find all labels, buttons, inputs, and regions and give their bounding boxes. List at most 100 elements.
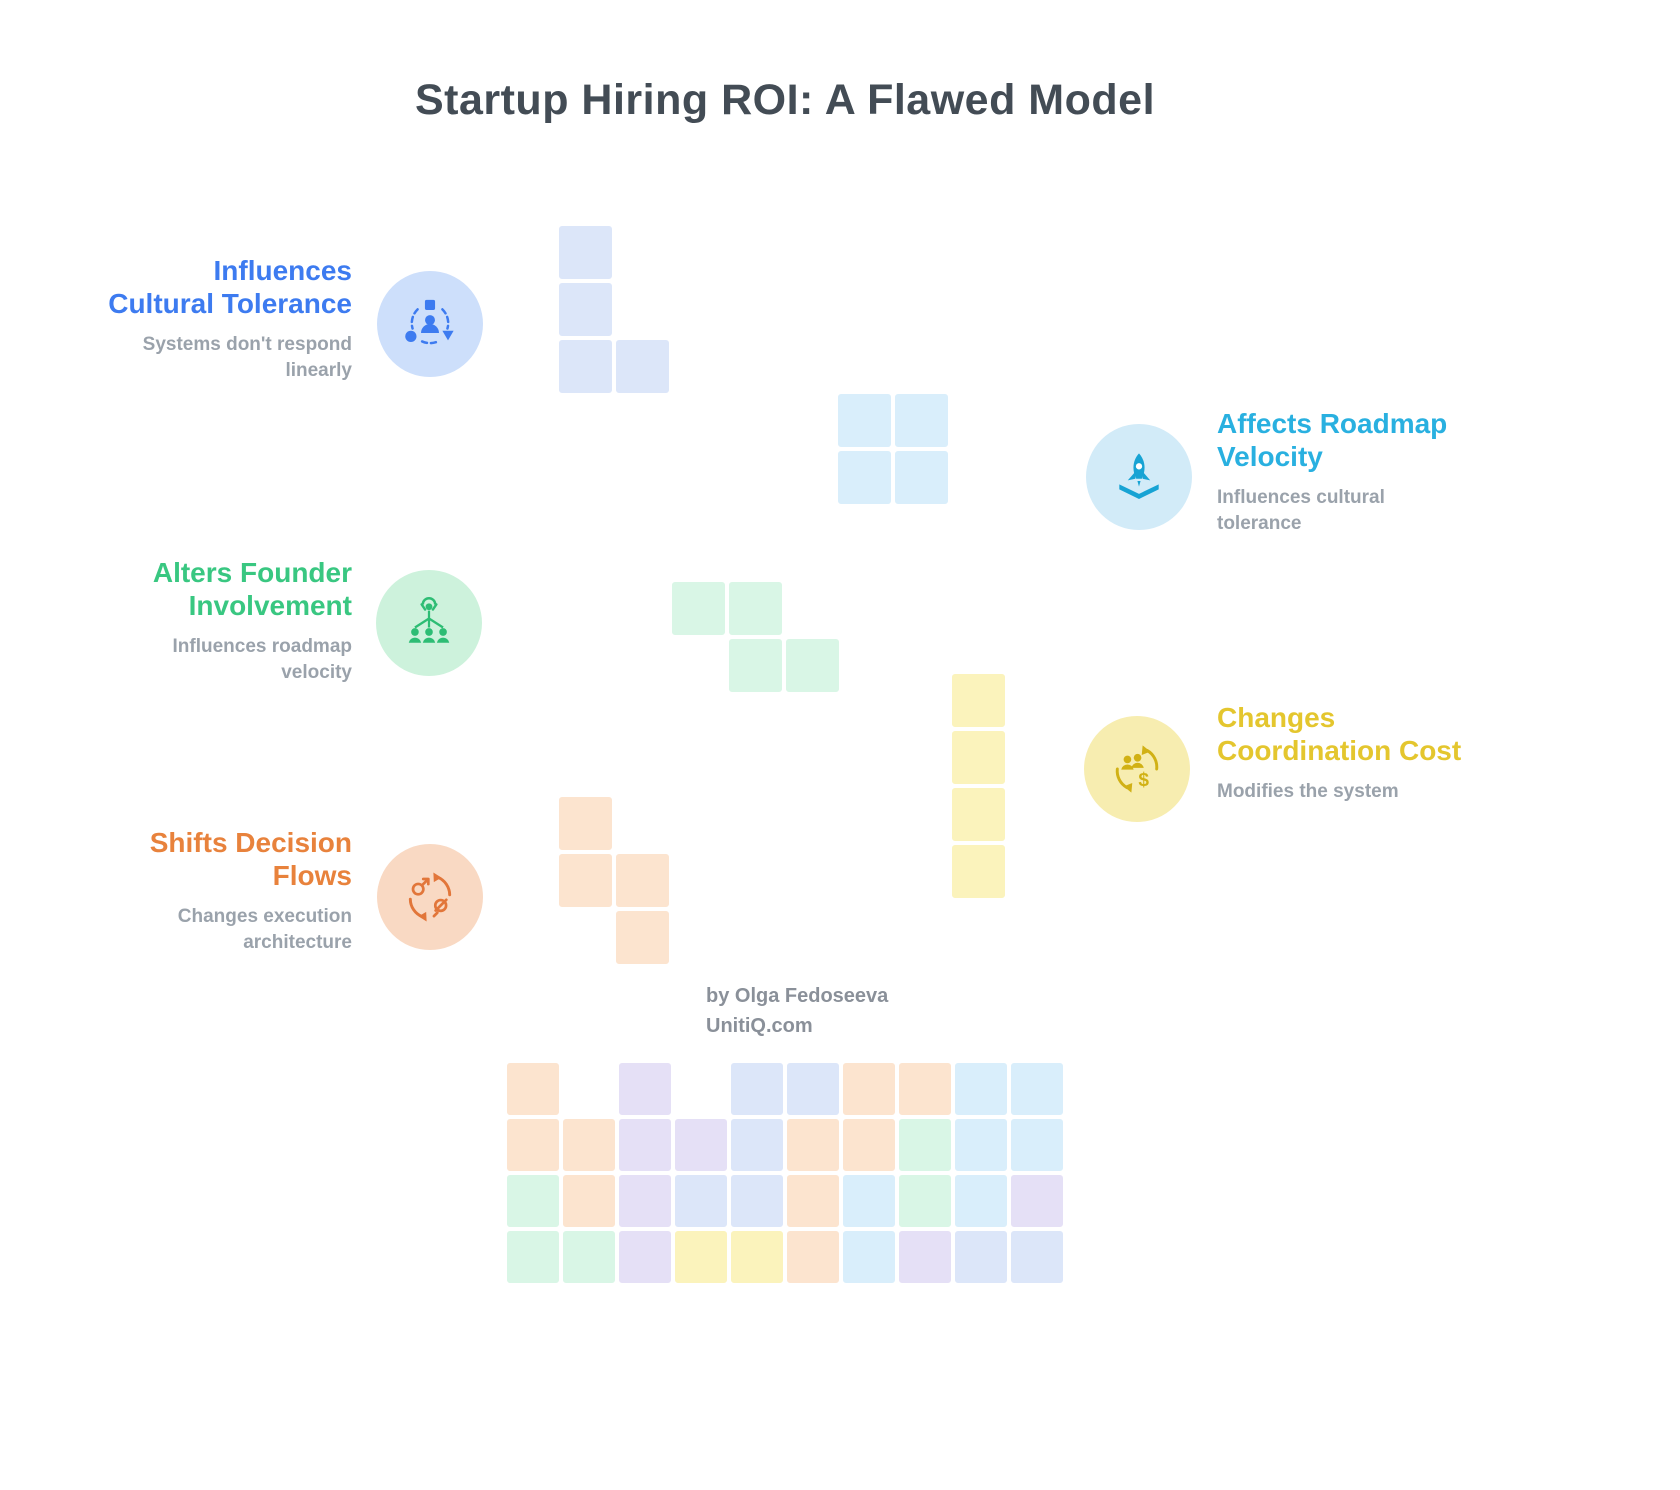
section-subtitle: Influences cultural tolerance [1217, 487, 1385, 534]
stack-cell [617, 1117, 673, 1173]
stack-cell [561, 1173, 617, 1229]
stack-cell [785, 1173, 841, 1229]
tetris-cell-gap [670, 637, 727, 694]
stack-cell [1009, 1117, 1065, 1173]
tetris-cell [614, 852, 671, 909]
rocket-launch-icon [1086, 424, 1192, 530]
tetris-cell [727, 637, 784, 694]
tetris-cell-gap [614, 281, 671, 338]
coordination-cycle-icon-glyph: $ [1115, 745, 1159, 793]
stack-cell [841, 1173, 897, 1229]
section-subtitle: Modifies the system [1217, 781, 1399, 803]
stack-cell [953, 1173, 1009, 1229]
tetris-cell [557, 281, 614, 338]
stack-cell [841, 1229, 897, 1285]
tetris-cell [557, 224, 614, 281]
section-heading: Alters Founder Involvement [152, 557, 352, 622]
tetris-cell [893, 392, 950, 449]
attribution-site: UnitiQ.com [706, 1015, 813, 1037]
stack-cell [1009, 1173, 1065, 1229]
tetris-cell [836, 392, 893, 449]
section-affects-roadmap-velocity: Affects Roadmap Velocity Influences cult… [1217, 407, 1537, 536]
stack-cell [897, 1229, 953, 1285]
tetris-cell [727, 580, 784, 637]
attribution-author: by Olga Fedoseeva [706, 985, 889, 1007]
stack-cell [729, 1061, 785, 1117]
stack-cell [953, 1229, 1009, 1285]
stack-cell [841, 1117, 897, 1173]
tetris-cell-gap [784, 580, 841, 637]
stack-cell [561, 1117, 617, 1173]
stack-cell [505, 1061, 561, 1117]
stack-cell [617, 1061, 673, 1117]
stack-cell [785, 1117, 841, 1173]
stack-cell [953, 1061, 1009, 1117]
attribution: by Olga Fedoseeva UnitiQ.com [706, 981, 888, 1041]
stack-cell [1009, 1229, 1065, 1285]
section-subtitle: Influences roadmap velocity [172, 636, 353, 683]
stack-cell [561, 1229, 617, 1285]
stack-cell [953, 1117, 1009, 1173]
tetris-cell [950, 729, 1007, 786]
tetris-cell [836, 449, 893, 506]
tetris-piece-blue-l [557, 224, 671, 395]
stack-cell [729, 1229, 785, 1285]
tetris-cell [893, 449, 950, 506]
tetris-cell [950, 843, 1007, 900]
stack-cell-gap [561, 1061, 617, 1117]
stack-cell [729, 1117, 785, 1173]
stack-cell [729, 1173, 785, 1229]
stack-cell [841, 1061, 897, 1117]
section-heading: Affects Roadmap Velocity [1217, 408, 1448, 473]
tetris-cell [557, 338, 614, 395]
stack-cell [673, 1229, 729, 1285]
people-shapes-icon [377, 271, 483, 377]
tetris-cell [557, 852, 614, 909]
section-subtitle: Systems don't respond linearly [142, 334, 352, 381]
section-subtitle: Changes execution architecture [177, 906, 352, 953]
stack-cell-gap [673, 1061, 729, 1117]
stack-cell [897, 1173, 953, 1229]
page-title: Startup Hiring ROI: A Flawed Model [414, 76, 1156, 124]
tetris-cell [950, 672, 1007, 729]
stack-cell [785, 1061, 841, 1117]
stack-cell [673, 1173, 729, 1229]
section-changes-coordination-cost: Changes Coordination Cost Modifies the s… [1217, 701, 1547, 805]
tetris-cell-gap [614, 795, 671, 852]
section-heading: Changes Coordination Cost [1217, 702, 1462, 767]
tetris-cell [614, 338, 671, 395]
section-shifts-decision-flows: Shifts Decision Flows Changes execution … [58, 826, 352, 955]
stack-cell [897, 1117, 953, 1173]
tetris-piece-orange-s [557, 795, 671, 966]
founder-hierarchy-icon-glyph [408, 597, 450, 643]
tetris-piece-green-s [670, 580, 841, 694]
decision-flow-icon-glyph [408, 872, 452, 922]
section-heading: Influences Cultural Tolerance [108, 255, 352, 320]
people-shapes-icon-glyph [405, 299, 454, 345]
tetris-cell [557, 795, 614, 852]
stack-cell [673, 1117, 729, 1173]
stack-cell [617, 1173, 673, 1229]
stack-cell [897, 1061, 953, 1117]
decision-flow-icon [377, 844, 483, 950]
section-alters-founder-involvement: Alters Founder Involvement Influences ro… [58, 556, 352, 685]
tetris-piece-cyan-o [836, 392, 950, 506]
tetris-stack [505, 1061, 1065, 1285]
rocket-launch-icon-glyph [1119, 453, 1159, 499]
stack-cell [1009, 1061, 1065, 1117]
section-heading: Shifts Decision Flows [149, 827, 352, 892]
stack-cell [505, 1173, 561, 1229]
tetris-cell [670, 580, 727, 637]
tetris-cell-gap [557, 909, 614, 966]
svg-text:$: $ [1138, 770, 1149, 791]
tetris-cell-gap [614, 224, 671, 281]
stack-cell [785, 1229, 841, 1285]
stack-cell [617, 1229, 673, 1285]
tetris-cell [784, 637, 841, 694]
stack-cell [505, 1229, 561, 1285]
tetris-piece-yellow-i [950, 672, 1007, 900]
coordination-cycle-icon: $ [1084, 716, 1190, 822]
tetris-cell [614, 909, 671, 966]
founder-hierarchy-icon [376, 570, 482, 676]
